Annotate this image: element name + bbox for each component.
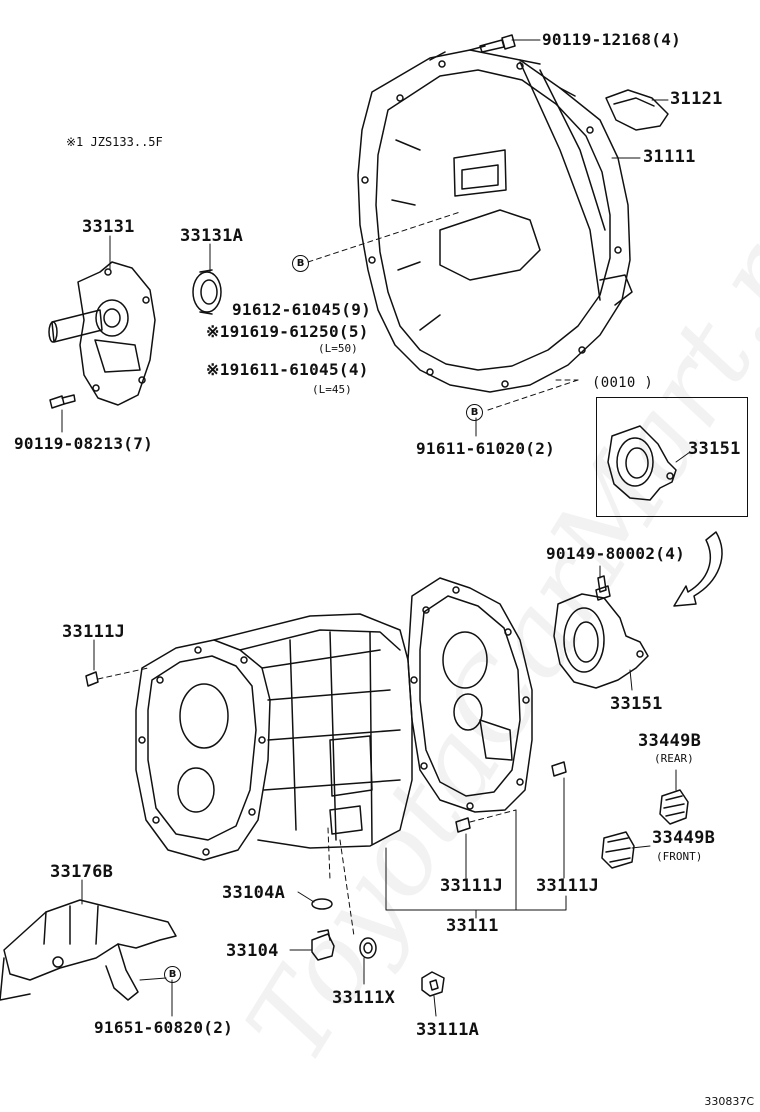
bolt-90119-12168-drawing [479,34,516,53]
gear-rear-drawing [659,789,689,825]
label-33111X[interactable]: 33111X [332,988,396,1008]
label-91612-61045[interactable]: 91612-61045(9) [232,300,372,319]
extension-housing-drawing [48,261,156,406]
label-91651-60820[interactable]: 91651-60820(2) [94,1018,234,1037]
dowel-pins-drawing [85,671,567,833]
label-33151-inset[interactable]: 33151 [688,439,741,459]
arrow-drawing [673,531,723,607]
bracket-33176B-drawing [0,899,177,1001]
label-33151[interactable]: 33151 [610,694,663,714]
label-33111J-left[interactable]: 33111J [62,622,126,642]
badge-b-3: B [164,966,181,983]
bolt-90119-08213-drawing [49,394,76,409]
label-91611-61020[interactable]: 91611-61020(2) [416,439,556,458]
gear-front-drawing [601,831,635,869]
label-90119-12168[interactable]: 90119-12168(4) [542,30,682,49]
plug-33111A-drawing [421,971,445,997]
badge-b-1: B [292,255,309,272]
gasket-33104A-drawing [311,898,333,910]
label-33131A[interactable]: 33131A [180,226,244,246]
sublabel-l45: (L=45) [312,383,352,396]
label-31111[interactable]: 31111 [643,147,696,167]
label-33131[interactable]: 33131 [82,217,135,237]
oil-seal-33131A-drawing [192,269,222,315]
model-note: ※1 JZS133..5F [66,135,163,149]
label-91611-61045[interactable]: ※191611-61045(4) [206,360,369,379]
label-33449B-rear[interactable]: 33449B [638,731,702,751]
label-33176B[interactable]: 33176B [50,862,114,882]
label-33104A[interactable]: 33104A [222,883,286,903]
figure-code: 330837C [704,1095,754,1108]
sublabel-front: (FRONT) [656,850,703,863]
clutch-housing-drawing [357,45,633,393]
label-33449B-front[interactable]: 33449B [652,828,716,848]
label-33111[interactable]: 33111 [446,916,499,936]
transmission-case-drawing [135,613,413,861]
sublabel-rear: (REAR) [654,752,694,765]
label-90119-08213[interactable]: 90119-08213(7) [14,434,154,453]
inset-header: (0010 ) [592,375,654,391]
retainer-33151-drawing [553,593,649,689]
cover-31121-drawing [605,89,669,131]
label-90149-80002[interactable]: 90149-80002(4) [546,544,686,563]
label-33104[interactable]: 33104 [226,941,279,961]
inset-retainer-drawing [607,425,677,501]
label-31121[interactable]: 31121 [670,89,723,109]
label-33111J-mid[interactable]: 33111J [440,876,504,896]
label-91619-61250[interactable]: ※191619-61250(5) [206,322,369,341]
sublabel-l50: (L=50) [318,342,358,355]
gasket-33111X-drawing [359,937,377,959]
inset-box [596,397,748,517]
label-33111J-right[interactable]: 33111J [536,876,600,896]
badge-b-2: B [466,404,483,421]
plug-33104-drawing [311,929,335,961]
label-33111A[interactable]: 33111A [416,1020,480,1040]
adapter-plate-drawing [407,577,533,813]
